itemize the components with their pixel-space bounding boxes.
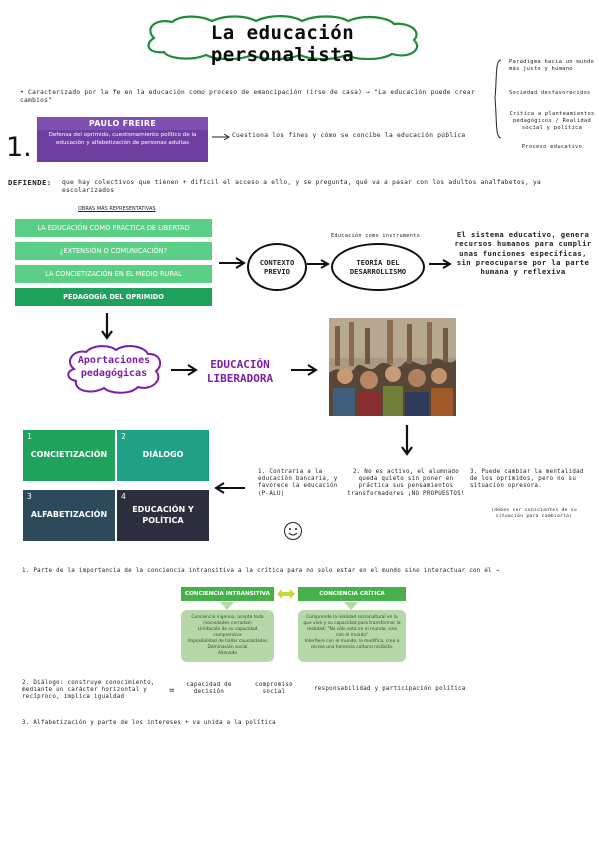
intransitive-line: Alienado [217,650,238,656]
principle-label: ALFABETIZACIÓN [30,510,108,520]
principle-label: EDUCACIÓN Y POLÍTICA [132,504,194,525]
paulo-note: Cuestiona los fines y cómo se concibe la… [232,132,466,139]
critical-line: Interfiere con el mundo, lo modifica, cr… [304,638,400,644]
principle-number: 2 [121,432,126,441]
critical-line: que vive y su capacidad para transformar… [303,620,401,626]
principle-card: 4 EDUCACIÓN Y POLÍTICA [117,490,209,541]
branch-critique: Crítica a planteamientos pedagógicos / R… [509,111,595,131]
dialogue-text: 2. Diálogo: construye conocimiento, medi… [22,680,155,701]
principle-label: DIÁLOGO [142,450,184,460]
branch-society: Sociedad desfavorecidos [509,90,591,96]
critical-box: Comprende la realidad sociocultural en l… [298,610,406,662]
bubble-outline-icon [67,345,162,394]
critical-line: recrea una herencia cultural recibida. [310,644,394,650]
principle-card: 2 DIÁLOGO [117,430,209,481]
paulo-freire-name: PAULO FREIRE [37,117,208,130]
equals-sign: = [169,686,175,696]
arrow-left-icon [214,482,245,494]
intransitive-box: Conciencia ingenua, acepta todo (socieda… [181,610,274,662]
crowd-painting-image [329,318,456,416]
theory-ellipse: TEORÍA DEL DESARROLLISMO [331,243,425,291]
work-item: ¿EXTENSIÓN O COMUNICACIÓN? [15,242,212,260]
smiley-icon [284,522,302,540]
dialogue-item: compromiso social [255,682,293,696]
arrow-right-icon [219,257,246,269]
principle-card: 1 CONCIETIZACIÓN [23,430,115,481]
defends-text: que hay colectivos que tienen + difícil … [62,179,541,194]
works-heading: OBRAS MÁS REPRESENTATIVAS [78,206,156,212]
literacy-text: 3. Alfabetización y parte de los interes… [22,720,276,726]
principle-number: 3 [27,492,32,501]
characterization-text: • Caracterizado por la fe en la educació… [20,89,475,104]
arrow-right-icon [429,259,452,269]
branch-paradigm: Paradigma hacia un mundo más justo y hum… [509,59,595,72]
caret-down-icon [344,602,358,610]
intransitive-line: Imposibilidad de hallar causalidades [187,638,268,644]
intransitive-line: Conciencia ingenua, acepta todo [191,615,264,620]
contributions-bubble: Aportaciones pedagógicas [77,355,151,379]
principle-card: 3 ALFABETIZACIÓN [23,490,115,541]
work-item: PEDAGOGÍA DEL OPRIMIDO [15,288,212,306]
defends-label: DEFIENDE: [8,178,52,187]
principle-label: CONCIETIZACIÓN [30,450,108,460]
caret-down-icon [220,602,234,610]
intransitive-line: Dominación social [207,644,248,650]
arrow-right-icon [307,259,330,269]
arrow-down-icon [401,425,413,456]
arrow-right-icon [171,364,198,376]
dialogue-item: responsabilidad y participación política [314,686,466,692]
point-1: 1. Contraria a la educación bancaria, y … [258,469,338,497]
critical-line: con el mundo" [336,632,368,638]
system-text: El sistema educativo, genera recursos hu… [454,230,592,277]
liberating-education: EDUCACIÓN LIBERADORA [206,358,274,386]
paulo-freire-card: PAULO FREIRE Defensa del oprimido, cuest… [37,117,208,162]
branch-process: Proceso educativo [521,144,583,150]
principle-number: 1 [27,432,32,441]
section-number: 1. [6,132,32,163]
awareness-intro: 1. Parte de la importancia de la concien… [22,568,500,574]
intransitive-title: CONCIENCIA INTRANSITIVA [181,587,274,601]
critical-title: CONCIENCIA CRÍTICA [298,587,406,601]
point-3-note: (deben ser conscientes de su situación p… [491,508,577,519]
curly-brace-icon [494,59,502,139]
page-title: La educación personalista [210,22,355,66]
principle-number: 4 [121,492,126,501]
intransitive-line: (sociedades cerradas) [203,620,252,626]
paulo-freire-summary: Defensa del oprimido, cuestionamiento po… [48,132,197,146]
dialogue-item: capacidad de decisión [186,682,232,696]
point-3: 3. Puede cambiar la mentalidad de los op… [470,469,584,490]
arrow-right-icon [291,364,318,376]
work-item: LA CONCIETIZACIÓN EN EL MEDIO RURAL [15,265,212,283]
double-arrow-icon [277,589,295,599]
work-item: LA EDUCACIÓN COMO PRÁCTICA DE LIBERTAD [15,219,212,237]
arrow-down-icon [101,313,113,340]
context-ellipse: CONTEXTO PREVIO [247,243,307,291]
point-2: 2. No es activo, el alumnado queda quiet… [347,469,465,497]
intransitive-line: Limitación de su capacidad comprensiva [197,626,258,638]
arrow-right-icon [212,133,230,141]
critical-line: realidad: "No sólo está en el mundo, sin… [306,626,398,632]
tool-label: Educación como instrumento [331,233,421,239]
title-cloud-icon [147,15,419,60]
critical-line: Comprende la realidad sociocultural en l… [306,615,398,620]
